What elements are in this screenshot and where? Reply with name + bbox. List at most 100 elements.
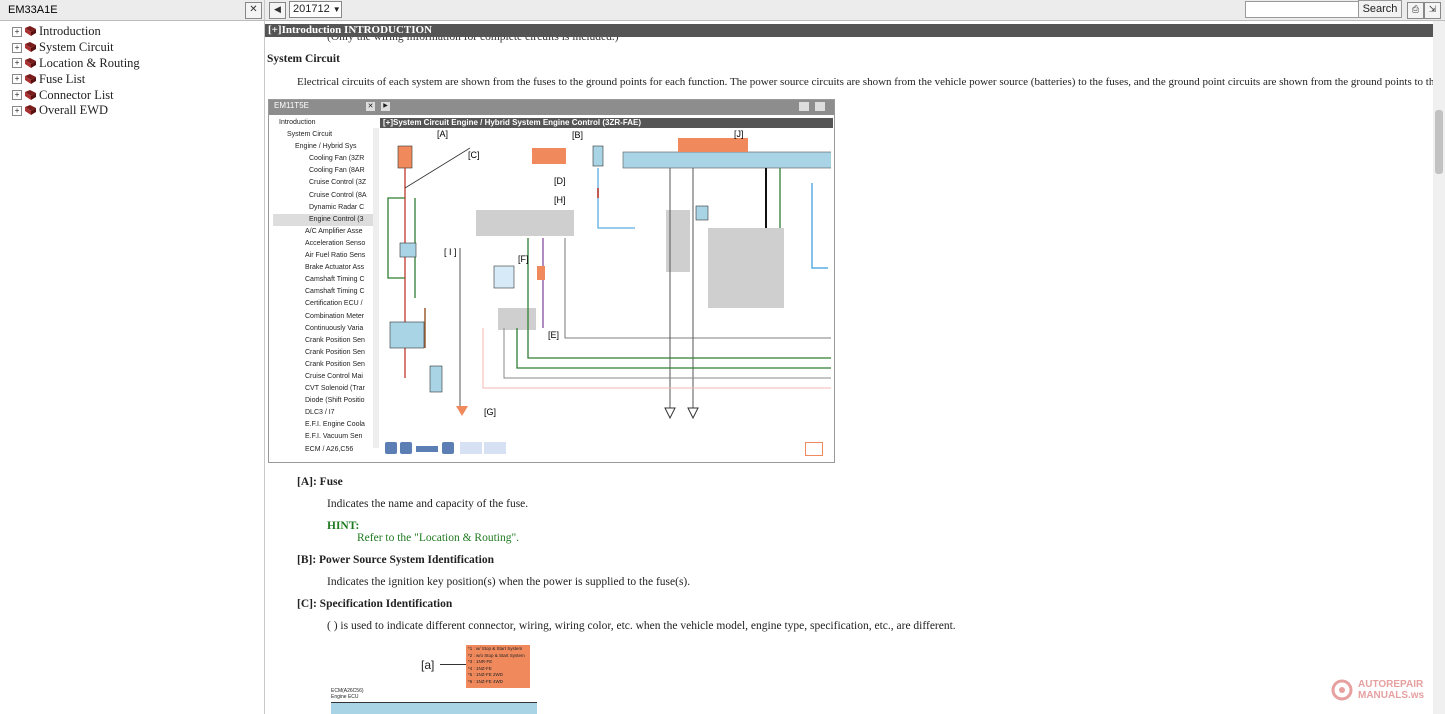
figure-callout: [a] xyxy=(421,658,435,672)
svg-text:[B]: [B] xyxy=(572,130,583,140)
expand-icon[interactable]: + xyxy=(12,58,22,69)
ss-tree-item: Dynamic Radar C xyxy=(309,203,365,211)
search-input[interactable] xyxy=(1245,1,1359,18)
hint-text[interactable]: Refer to the "Location & Routing". xyxy=(357,532,520,544)
tree-item-overall-ewd[interactable]: + Overall EWD xyxy=(12,103,264,119)
svg-text:[D]: [D] xyxy=(554,176,566,186)
version-value: 201712 xyxy=(293,3,330,15)
ss-tree-item: DLC3 / I7 xyxy=(305,409,335,417)
system-circuit-heading: System Circuit xyxy=(267,53,340,65)
tree-item-label: Overall EWD xyxy=(39,103,109,118)
callout-line xyxy=(440,664,466,665)
left-navigation-pane: EM33A1E ✕ + Introduction + System Circui… xyxy=(0,0,265,714)
ss-tree-item: Camshaft Timing C xyxy=(305,288,365,296)
content-pane: (Only the wiring information for complet… xyxy=(265,21,1433,714)
watermark-line2: MANUALS.ws xyxy=(1358,690,1425,701)
spec-line: *4 : 1NZ-FE xyxy=(468,665,492,671)
tree-item-introduction[interactable]: + Introduction xyxy=(12,24,264,40)
vertical-scrollbar[interactable] xyxy=(1433,21,1445,714)
close-icon: ✕ xyxy=(366,102,375,111)
tree-item-fuse-list[interactable]: + Fuse List xyxy=(12,71,264,87)
ss-tree-item: Crank Position Sen xyxy=(305,360,365,368)
play-icon: ▶ xyxy=(381,102,390,111)
item-heading: [C]: Specification Identification xyxy=(297,598,453,610)
zoom-in-icon xyxy=(385,442,397,454)
section-title-bar[interactable]: [+]Introduction INTRODUCTION xyxy=(265,24,1433,37)
book-icon xyxy=(25,73,36,84)
ss-diagram-title: [+]System Circuit Engine / Hybrid System… xyxy=(380,118,833,128)
expand-icon[interactable]: + xyxy=(12,26,22,37)
screenshot-tree: Introduction System Circuit Engine / Hyb… xyxy=(273,117,379,457)
expand-icon[interactable]: + xyxy=(12,42,22,53)
version-select[interactable]: 201712 ▼ xyxy=(289,1,342,18)
expand-icon[interactable]: + xyxy=(12,105,22,116)
tree-item-connector-list[interactable]: + Connector List xyxy=(12,87,264,103)
ss-tree-item: Cruise Control Mai xyxy=(305,372,363,380)
tree-item-label: System Circuit xyxy=(39,40,114,55)
page-nav-icon xyxy=(460,442,482,454)
hint-label: HINT: xyxy=(327,520,360,532)
svg-text:[G]: [G] xyxy=(484,407,496,417)
top-toolbar: ◀ 201712 ▼ Search ⎙ ⇲ xyxy=(265,0,1445,21)
spec-line: *3 : 1NR-FE xyxy=(468,659,493,664)
screenshot-window-title: EM11T5E xyxy=(274,101,309,110)
left-pane-header: EM33A1E ✕ xyxy=(0,0,264,21)
tree-item-location-routing[interactable]: + Location & Routing xyxy=(12,56,264,72)
comment-icon xyxy=(805,442,823,456)
search-button[interactable]: Search xyxy=(1358,0,1402,18)
system-circuit-text: Electrical circuits of each system are s… xyxy=(297,76,1433,88)
ss-tree-item: Engine Control (3 xyxy=(273,213,379,226)
tree-item-label: Location & Routing xyxy=(39,55,140,70)
book-icon xyxy=(25,57,36,68)
ss-tree-item: E.F.I. Vacuum Sen xyxy=(305,433,363,441)
back-button[interactable]: ◀ xyxy=(269,2,286,19)
watermark-line1: AUTOREPAIR xyxy=(1358,679,1424,690)
ss-tree-item: Continuously Varia xyxy=(305,324,364,332)
spec-box: *1 : w/ Stop & Start System *2 : w/o Sto… xyxy=(466,645,530,688)
ss-tree-item: Cooling Fan (3ZR xyxy=(309,155,365,163)
svg-text:[A]: [A] xyxy=(437,129,448,139)
zoom-level-bar xyxy=(416,446,438,452)
svg-text:[F]: [F] xyxy=(518,254,529,264)
svg-text:[C]: [C] xyxy=(468,150,480,160)
zoom-out-icon xyxy=(400,442,412,454)
expand-icon[interactable]: + xyxy=(12,74,22,85)
expand-icon[interactable]: + xyxy=(12,90,22,101)
ecu-label: ECM(A26C56) Engine ECU xyxy=(331,688,364,700)
ss-tree-item: System Circuit xyxy=(287,131,333,139)
print-icon xyxy=(799,102,809,111)
spec-line: *5 : 1NZ-FE 2WD xyxy=(468,672,504,677)
ss-tree-item: Cooling Fan (8AR xyxy=(309,167,365,175)
example-screenshot: EM11T5E ✕ ▶ Introduction System Circuit … xyxy=(268,99,835,463)
book-icon xyxy=(25,89,36,100)
ss-tree-item: ECM / A26,C56 xyxy=(305,445,354,453)
page-nav-icon xyxy=(484,442,506,454)
spec-line: *2 : w/o Stop & Start System xyxy=(468,652,525,658)
svg-text:[H]: [H] xyxy=(554,195,566,205)
item-heading: [B]: Power Source System Identification xyxy=(297,554,494,566)
screenshot-header: EM11T5E ✕ ▶ xyxy=(269,100,834,115)
ss-tree-item: Cruise Control (8A xyxy=(309,191,367,199)
ss-tree-item: CVT Solenoid (Trar xyxy=(305,385,365,393)
ss-tree-item: Air Fuel Ratio Sens xyxy=(305,252,366,260)
book-icon xyxy=(25,105,36,116)
book-icon xyxy=(25,42,36,53)
fit-icon xyxy=(442,442,454,454)
exit-icon[interactable]: ⇲ xyxy=(1424,2,1441,19)
close-pane-button[interactable]: ✕ xyxy=(245,1,262,19)
ss-tree-item: Combination Meter xyxy=(305,312,365,320)
tree-item-label: Introduction xyxy=(39,24,101,39)
spec-line: *1 : w/ Stop & Start System xyxy=(468,646,523,651)
specification-figure: [a] *1 : w/ Stop & Start System *2 : w/o… xyxy=(327,642,561,714)
print-icon[interactable]: ⎙ xyxy=(1407,2,1424,19)
item-text: Indicates the name and capacity of the f… xyxy=(327,498,529,510)
ss-tree-item: E.F.I. Engine Coola xyxy=(305,421,365,429)
book-icon xyxy=(25,26,36,37)
tree-item-system-circuit[interactable]: + System Circuit xyxy=(12,40,264,56)
navigation-tree: + Introduction + System Circuit + Locati… xyxy=(0,24,264,119)
scrollbar-thumb[interactable] xyxy=(1435,110,1443,174)
svg-text:[E]: [E] xyxy=(548,330,559,340)
gear-icon xyxy=(1331,679,1353,701)
ss-tree-item: A/C Amplifier Asse xyxy=(305,227,363,235)
item-heading: [A]: Fuse xyxy=(297,476,343,488)
